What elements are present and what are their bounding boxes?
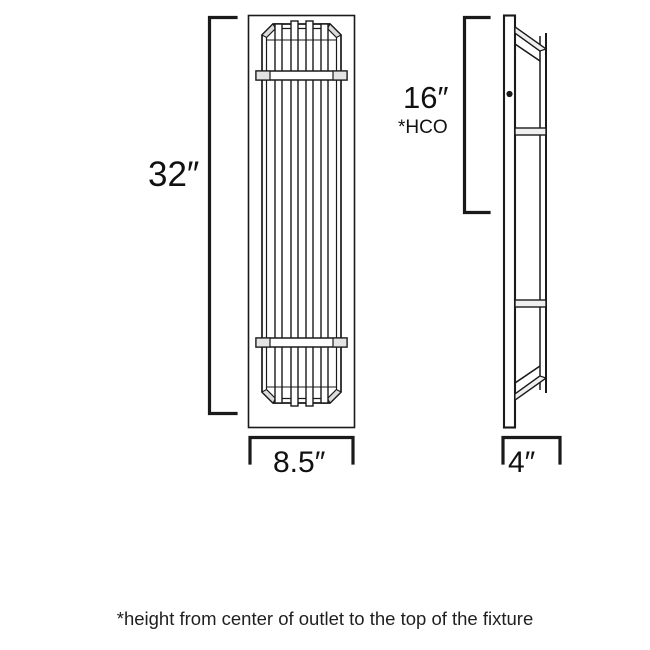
front-vertical-bar-4: [320, 23, 329, 404]
hco-dimension-bracket: [462, 15, 491, 215]
side-top-shade-band: [514, 25, 548, 52]
side-view-group: [502, 14, 548, 429]
front-vertical-bar-1: [274, 23, 283, 404]
front-upper-crossbar: [255, 70, 348, 81]
footnote-text: *height from center of outlet to the top…: [116, 608, 534, 629]
side-bottom-shade-band: [514, 375, 548, 402]
height-dimension-bracket: [207, 15, 238, 416]
front-vertical-bars: [274, 20, 329, 407]
width-dimension-bracket: [248, 435, 355, 465]
depth-dimension-bracket: [501, 435, 562, 465]
front-lower-crossbar: [255, 337, 348, 348]
side-outlet-screw-dot: [506, 90, 513, 98]
side-backplate: [502, 14, 517, 429]
width-dimension-label: 8.5″: [273, 446, 326, 479]
side-lower-crossbar: [514, 299, 547, 308]
height-dimension-label: 32″: [148, 155, 200, 194]
side-upper-crossbar: [514, 127, 547, 136]
hco-dimension-label: 16″: [403, 80, 449, 115]
depth-dimension-label: 4″: [508, 446, 536, 479]
front-vertical-bar-3: [305, 20, 314, 407]
front-vertical-bar-2: [290, 20, 299, 407]
hco-note-label: *HCO: [398, 117, 448, 138]
front-view-group: [247, 14, 356, 429]
